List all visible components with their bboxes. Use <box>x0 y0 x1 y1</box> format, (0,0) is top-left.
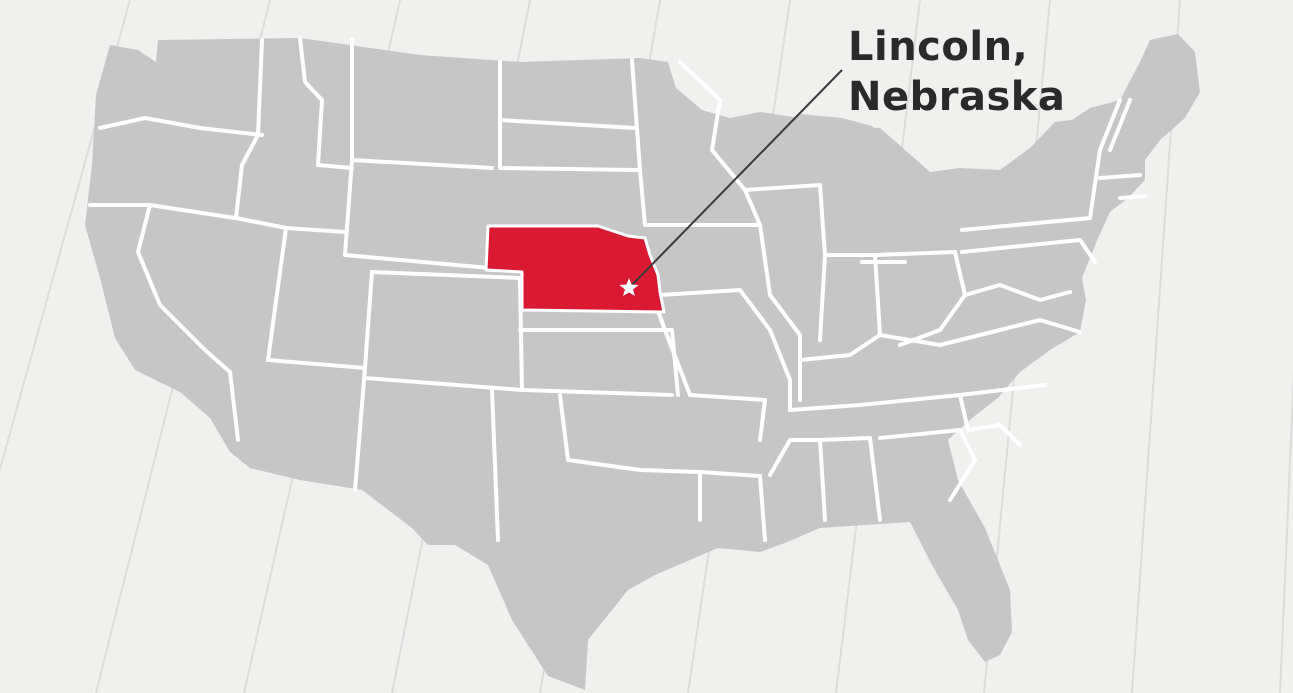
state-borders <box>88 36 1147 542</box>
usa-land <box>85 34 1200 690</box>
nebraska-state <box>484 224 666 314</box>
callout-leader-line <box>629 69 843 288</box>
michigan-lower-peninsula <box>835 140 928 262</box>
callout-city: Lincoln, <box>848 24 1029 70</box>
callout-label: Lincoln, Nebraska <box>848 22 1065 122</box>
plank-line <box>1279 369 1293 693</box>
star-icon <box>619 278 639 296</box>
callout-state: Nebraska <box>848 74 1066 120</box>
michigan-upper-peninsula <box>770 114 880 144</box>
